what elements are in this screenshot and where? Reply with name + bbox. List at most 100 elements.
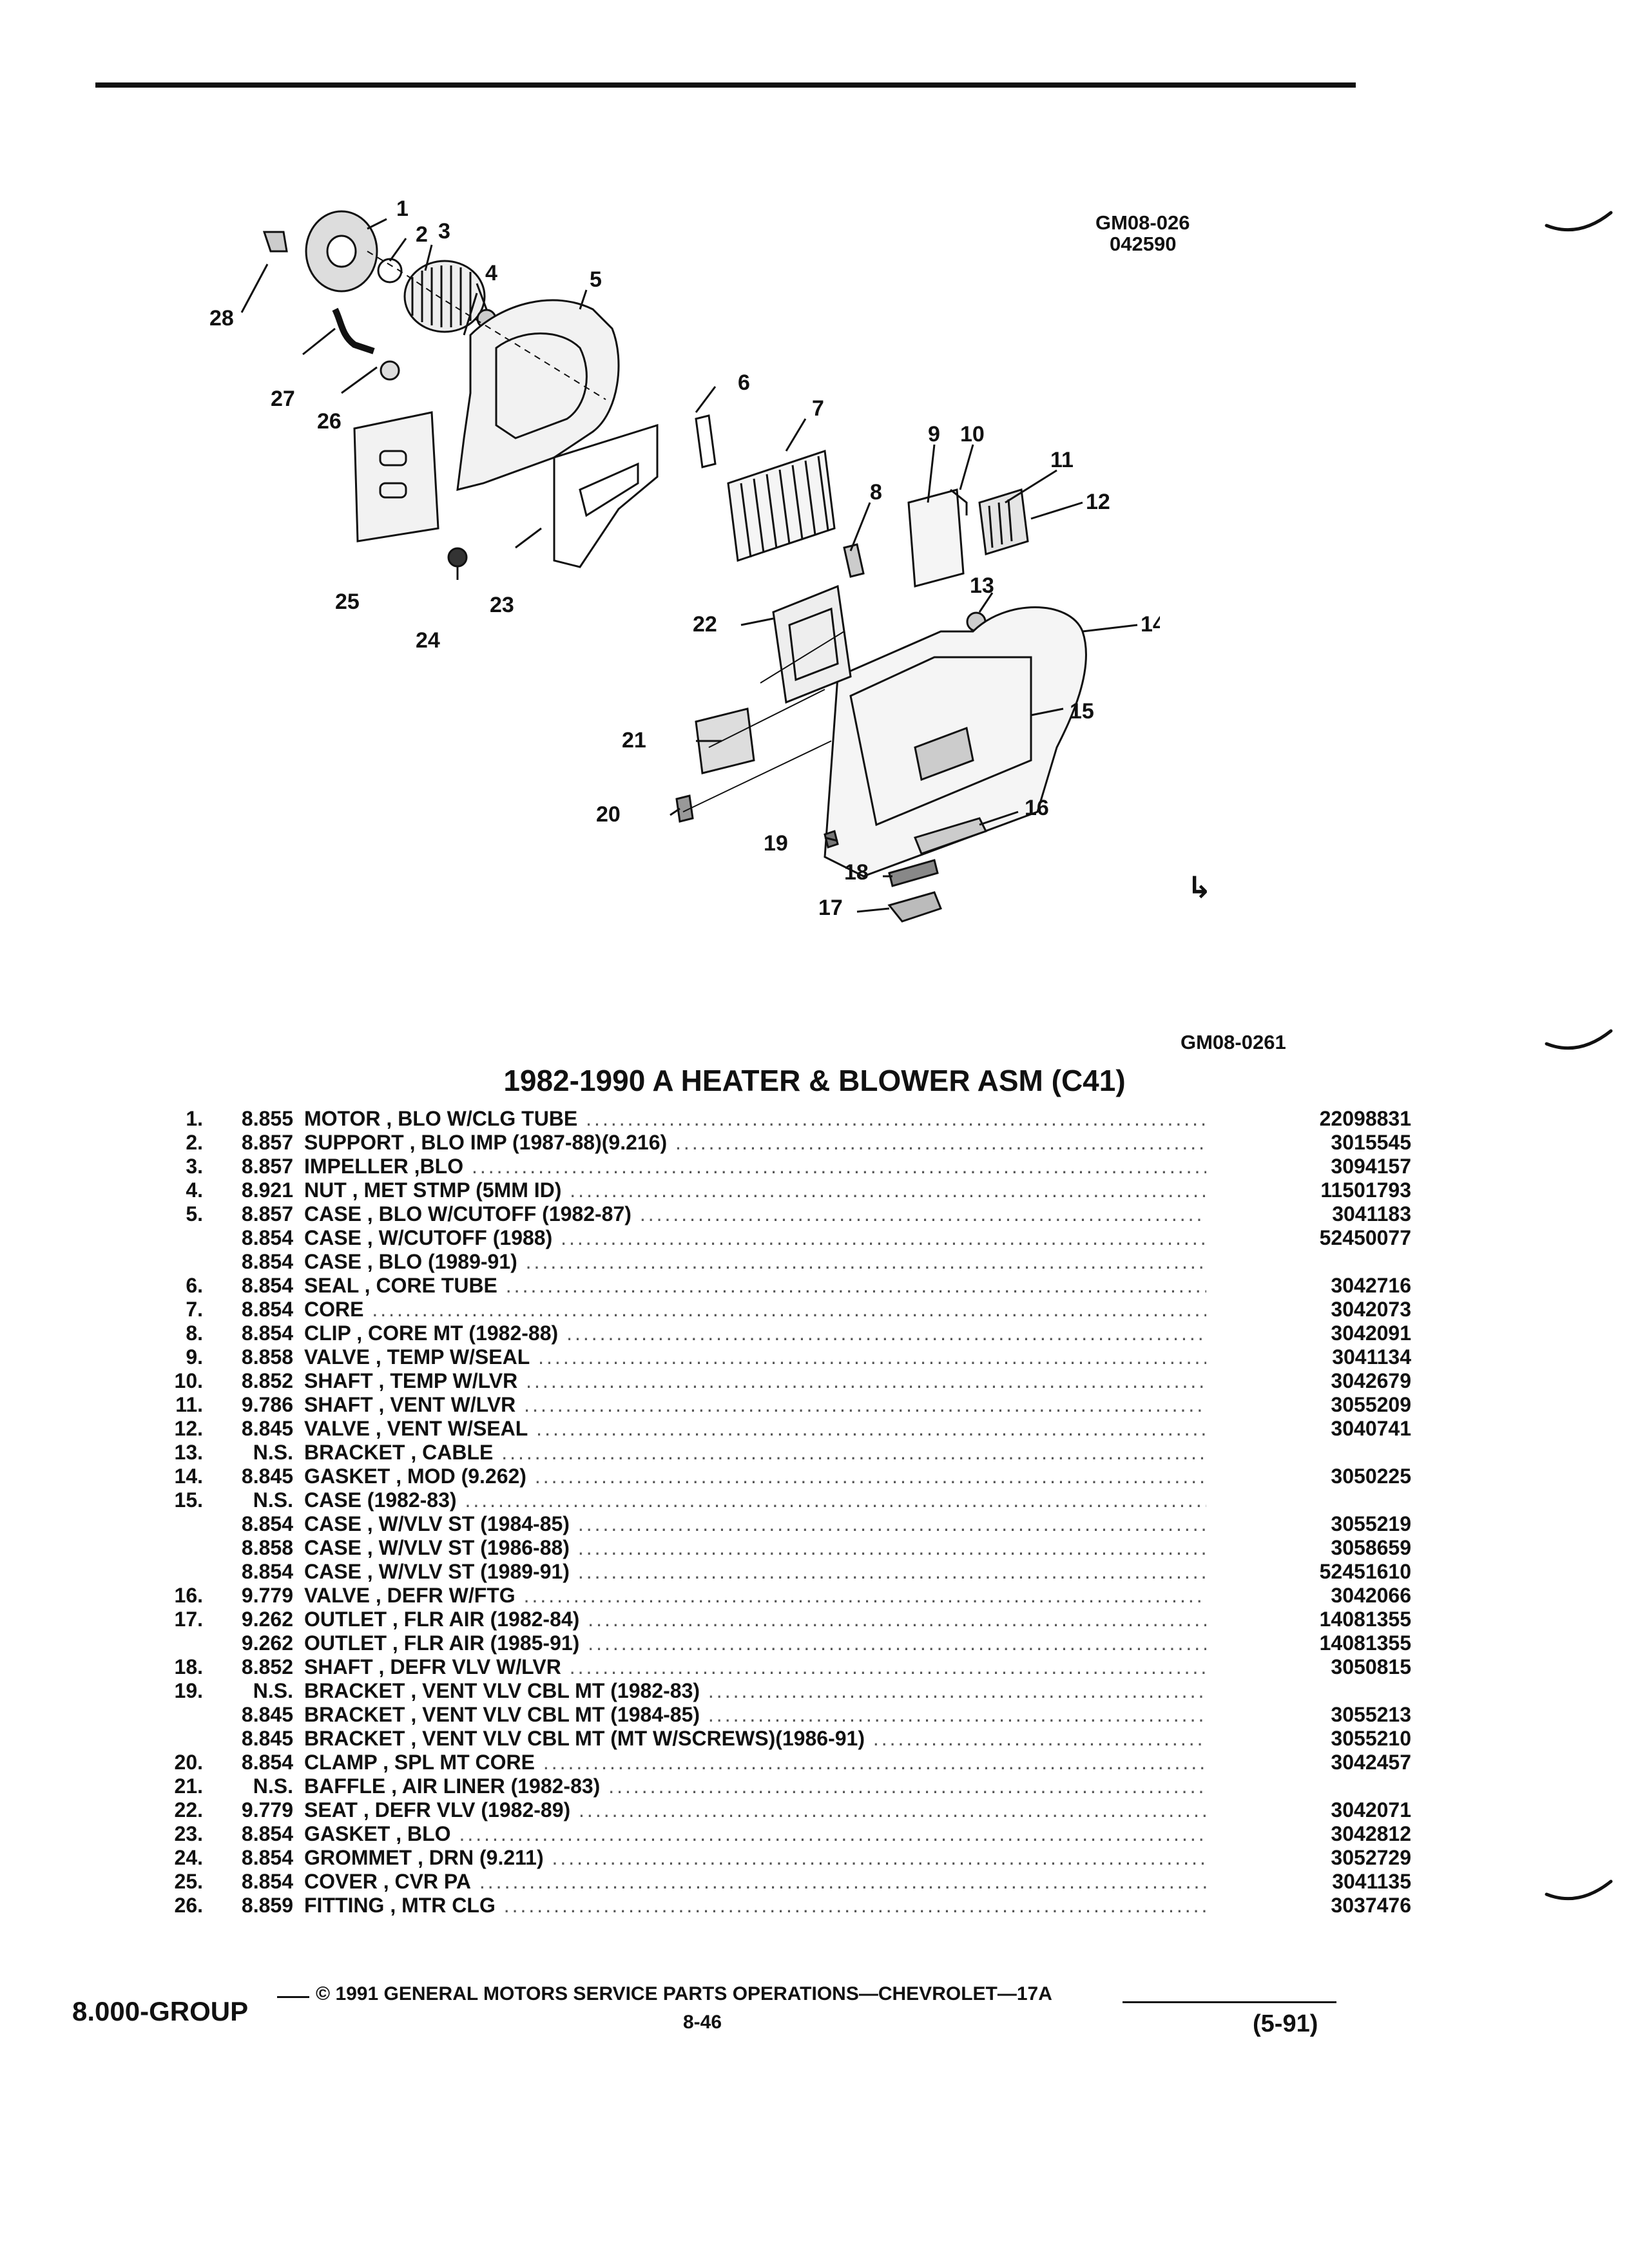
parts-row: 12. 8.845 VALVE , VENT W/SEAL ............…	[135, 1417, 1411, 1441]
group-number: N.S.	[253, 1774, 293, 1798]
part-description: CASE , W/CUTOFF (1988) .................…	[304, 1226, 1206, 1250]
group-number: N.S.	[253, 1488, 293, 1512]
item-number: 9.	[186, 1345, 203, 1369]
group-number: N.S.	[253, 1679, 293, 1702]
part-description: SUPPORT , BLO IMP (1987-88)(9.216) .....…	[304, 1131, 1206, 1155]
callout-2: 2	[416, 222, 428, 247]
part-number: 3055209	[1331, 1393, 1411, 1416]
part-number: 52450077	[1319, 1226, 1411, 1249]
group-number: 9.262	[241, 1631, 293, 1655]
part-description: SHAFT , VENT W/LVR .....................…	[304, 1393, 1206, 1417]
item-number: 21.	[174, 1774, 203, 1798]
part-description-text: COVER , CVR PA	[304, 1870, 471, 1893]
dot-leader: ........................................…	[472, 1155, 1206, 1178]
footer-group-label: 8.000-GROUP	[72, 1996, 249, 2026]
part-description-text: BRACKET , CABLE	[304, 1441, 494, 1464]
group-number: 8.845	[241, 1417, 293, 1440]
part-description: CASE , W/VLV ST (1986-88) ..............…	[304, 1536, 1206, 1560]
diagram-line-art	[240, 210, 1138, 923]
callout-5: 5	[590, 267, 602, 292]
item-number: 20.	[174, 1751, 203, 1774]
section-title: 1982-1990 A HEATER & BLOWER ASM (C41)	[503, 1064, 1126, 1097]
group-number: 8.854	[241, 1822, 293, 1845]
top-rule	[95, 82, 1356, 88]
dot-leader: ........................................…	[577, 1512, 1206, 1535]
dot-leader: ........................................…	[561, 1226, 1206, 1249]
publisher-logo-icon: ↳	[1187, 870, 1212, 904]
footer-rule-left	[277, 1996, 309, 1998]
dot-leader: ........................................…	[588, 1608, 1206, 1631]
part-description: CASE , BLO (1989-91) ...................…	[304, 1250, 1206, 1274]
item-number: 22.	[174, 1798, 203, 1821]
part-description-text: BRACKET , VENT VLV CBL MT (MT W/SCREWS)(…	[304, 1727, 865, 1750]
item-number: 5.	[186, 1202, 203, 1225]
part-description: CASE (1982-83) .........................…	[304, 1488, 1206, 1512]
parts-row: 13.N.S.BRACKET , CABLE .................…	[135, 1441, 1411, 1465]
callout-3: 3	[438, 219, 450, 244]
group-number: 8.854	[241, 1846, 293, 1869]
part-description-text: SHAFT , DEFR VLV W/LVR	[304, 1655, 561, 1678]
part-description: VALVE , VENT W/SEAL ....................…	[304, 1417, 1206, 1441]
part-description-text: SUPPORT , BLO IMP (1987-88)(9.216)	[304, 1131, 668, 1154]
item-number: 7.	[186, 1298, 203, 1321]
part-description: VALVE , DEFR W/FTG .....................…	[304, 1584, 1206, 1608]
item-number: 6.	[186, 1274, 203, 1297]
dot-leader: ........................................…	[501, 1441, 1206, 1464]
callout-12: 12	[1086, 490, 1110, 514]
part-description-text: CASE , W/CUTOFF (1988)	[304, 1226, 553, 1249]
footer-copyright: © 1991 GENERAL MOTORS SERVICE PARTS OPER…	[316, 1983, 1052, 2004]
part-description-text: CORE	[304, 1298, 364, 1321]
dot-leader: ........................................…	[538, 1345, 1206, 1369]
item-number: 15.	[174, 1488, 203, 1512]
part-description-text: OUTLET , FLR AIR (1982-84)	[304, 1608, 580, 1631]
item-number: 17.	[174, 1608, 203, 1631]
item-number: 16.	[174, 1584, 203, 1607]
illustration-ref-line1: GM08-026	[1095, 211, 1190, 234]
dot-leader: ........................................…	[708, 1679, 1206, 1702]
part-number: 3052729	[1331, 1846, 1411, 1869]
callout-8: 8	[870, 480, 882, 505]
part-description-text: CASE , W/VLV ST (1984-85)	[304, 1512, 570, 1535]
item-number: 26.	[174, 1894, 203, 1917]
part-description: GROMMET , DRN (9.211) ..................…	[304, 1846, 1206, 1870]
dot-leader: ........................................…	[872, 1727, 1206, 1750]
dot-leader: ........................................…	[526, 1369, 1206, 1392]
dot-leader: ........................................…	[552, 1846, 1207, 1869]
part-description-text: SEAT , DEFR VLV (1982-89)	[304, 1798, 571, 1821]
part-description-text: CLAMP , SPL MT CORE	[304, 1751, 535, 1774]
part-number: 3094157	[1331, 1155, 1411, 1178]
part-description-text: NUT , MET STMP (5MM ID)	[304, 1178, 562, 1202]
dot-leader: ........................................…	[523, 1584, 1206, 1607]
part-number: 3037476	[1331, 1894, 1411, 1917]
group-number: 8.921	[241, 1178, 293, 1202]
group-number: 8.854	[241, 1321, 293, 1345]
group-number: 8.857	[241, 1131, 293, 1154]
group-number: N.S.	[253, 1441, 293, 1464]
part-description-text: IMPELLER ,BLO	[304, 1155, 464, 1178]
dot-leader: ........................................…	[608, 1774, 1206, 1798]
item-number: 12.	[174, 1417, 203, 1440]
part-number: 3042066	[1331, 1584, 1411, 1607]
callout-19: 19	[764, 831, 788, 856]
dot-leader: ........................................…	[588, 1631, 1206, 1655]
callout-11: 11	[1050, 448, 1074, 472]
item-number: 10.	[174, 1369, 203, 1392]
callout-20: 20	[596, 802, 621, 827]
dot-leader: ........................................…	[525, 1250, 1206, 1273]
item-number: 19.	[174, 1679, 203, 1702]
dot-leader: ........................................…	[503, 1894, 1206, 1917]
part-description: SHAFT , TEMP W/LVR .....................…	[304, 1369, 1206, 1393]
